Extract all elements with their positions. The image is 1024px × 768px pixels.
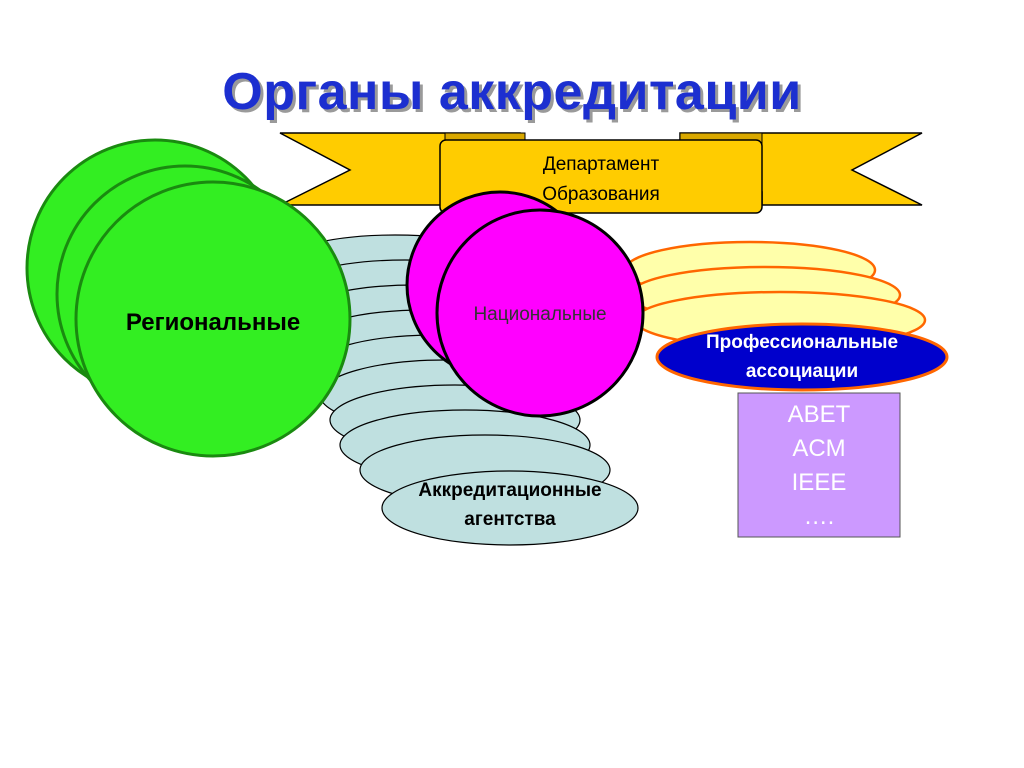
examples-rect — [737, 392, 901, 538]
agency-ellipse-front — [381, 470, 639, 546]
department-line1: Департамент — [543, 154, 660, 175]
national-circles: Национальные — [405, 190, 645, 418]
agencies-line2: агентства — [464, 509, 556, 530]
example-item: ACM — [792, 435, 845, 462]
agencies-line1: Аккредитационные — [418, 480, 601, 501]
slide-title: Органы аккредитации — [222, 63, 802, 121]
examples-box: ABET ACM IEEE …. — [737, 392, 901, 538]
professional-label-ellipse — [655, 322, 949, 392]
national-label: Национальные — [473, 304, 606, 325]
professional-line2: ассоциации — [746, 361, 858, 382]
professional-line1: Профессиональные — [706, 332, 898, 353]
department-line2: Образования — [542, 184, 660, 205]
example-item: …. — [804, 503, 835, 530]
regional-label: Региональные — [126, 309, 300, 336]
professional-stack: Профессиональные ассоциации — [623, 240, 949, 392]
national-circle-front — [435, 208, 645, 418]
example-item: ABET — [788, 401, 851, 428]
example-item: IEEE — [792, 469, 847, 496]
regional-circles: Региональные — [25, 138, 352, 458]
regional-circle-front — [74, 180, 352, 458]
department-banner: Департамент Образования — [279, 132, 923, 214]
